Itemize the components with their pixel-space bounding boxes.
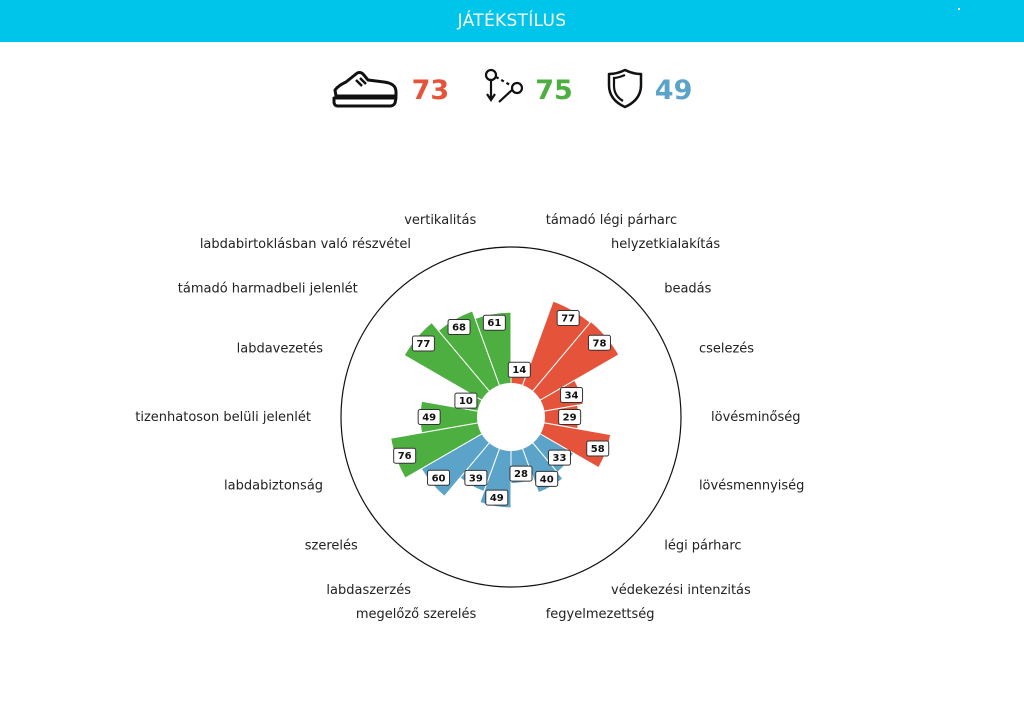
value-label-11: 60 bbox=[427, 469, 451, 486]
score-possession-value: 75 bbox=[535, 74, 573, 106]
value-label-15: 77 bbox=[411, 335, 435, 352]
svg-text:76: 76 bbox=[398, 451, 412, 462]
score-defense-value: 49 bbox=[654, 74, 693, 106]
inner-hole bbox=[477, 383, 545, 451]
value-label-12: 76 bbox=[393, 447, 417, 464]
value-label-7: 40 bbox=[535, 470, 559, 487]
score-defense: 49 bbox=[607, 67, 693, 113]
svg-text:77: 77 bbox=[416, 339, 430, 350]
value-label-10: 39 bbox=[464, 469, 488, 486]
svg-text:49: 49 bbox=[490, 493, 504, 504]
category-label-8: fegyelmezettség bbox=[546, 607, 655, 622]
value-label-3: 34 bbox=[560, 386, 584, 403]
svg-text:78: 78 bbox=[593, 338, 607, 349]
value-label-5: 58 bbox=[586, 440, 610, 457]
score-attack-value: 73 bbox=[411, 74, 450, 106]
svg-text:40: 40 bbox=[540, 474, 554, 485]
category-label-2: beadás bbox=[664, 281, 711, 296]
svg-text:39: 39 bbox=[469, 473, 483, 484]
value-label-0: 14 bbox=[507, 361, 531, 378]
header-dot bbox=[958, 8, 960, 10]
category-label-7: védekezési intenzitás bbox=[611, 583, 751, 598]
category-label-1: helyzetkialakítás bbox=[611, 237, 720, 252]
category-label-14: labdavezetés bbox=[237, 342, 324, 357]
svg-text:68: 68 bbox=[452, 323, 466, 334]
value-label-9: 49 bbox=[485, 489, 509, 506]
header-bar: JÁTÉKSTÍLUS bbox=[0, 0, 1024, 42]
shoe-icon bbox=[332, 68, 400, 112]
value-label-6: 33 bbox=[547, 449, 571, 466]
value-label-17: 61 bbox=[482, 314, 506, 331]
svg-text:29: 29 bbox=[563, 413, 577, 424]
category-label-3: cselezés bbox=[699, 342, 754, 357]
svg-text:33: 33 bbox=[553, 453, 567, 464]
category-label-6: légi párharc bbox=[664, 539, 741, 554]
score-summary: 73 75 49 bbox=[0, 60, 1024, 120]
value-label-14: 10 bbox=[454, 392, 478, 409]
category-label-13: tizenhatoson belüli jelenlét bbox=[135, 410, 311, 425]
score-attack: 73 bbox=[332, 68, 450, 112]
value-label-1: 77 bbox=[556, 309, 580, 326]
score-possession: 75 bbox=[483, 68, 573, 112]
pass-network-icon bbox=[483, 68, 524, 112]
category-label-12: labdabiztonság bbox=[224, 478, 323, 493]
category-label-11: szerelés bbox=[305, 539, 358, 554]
svg-text:10: 10 bbox=[459, 396, 473, 407]
svg-text:34: 34 bbox=[565, 390, 579, 401]
page-title: JÁTÉKSTÍLUS bbox=[457, 11, 567, 31]
category-label-16: labdabirtoklásban való részvétel bbox=[200, 237, 411, 252]
category-label-5: lövésmennyiség bbox=[699, 478, 805, 493]
category-label-10: labdaszerzés bbox=[326, 583, 411, 598]
svg-text:49: 49 bbox=[422, 413, 436, 424]
svg-text:28: 28 bbox=[514, 469, 528, 480]
outer-ring bbox=[340, 246, 682, 588]
svg-text:58: 58 bbox=[591, 444, 605, 455]
category-label-17: vertikalitás bbox=[404, 213, 476, 228]
value-label-13: 49 bbox=[417, 409, 441, 425]
shield-icon bbox=[607, 67, 643, 113]
svg-text:60: 60 bbox=[432, 473, 446, 484]
value-label-8: 28 bbox=[509, 465, 533, 482]
category-label-15: támadó harmadbeli jelenlét bbox=[178, 281, 358, 296]
category-label-0: támadó légi párharc bbox=[546, 213, 677, 228]
value-label-2: 78 bbox=[587, 334, 611, 351]
value-label-16: 68 bbox=[447, 319, 471, 336]
svg-text:77: 77 bbox=[561, 313, 575, 324]
svg-text:14: 14 bbox=[512, 365, 526, 376]
value-label-4: 29 bbox=[558, 409, 582, 425]
svg-text:61: 61 bbox=[487, 318, 501, 329]
category-label-4: lövésminőség bbox=[711, 410, 801, 425]
category-label-9: megelőző szerelés bbox=[356, 607, 477, 622]
